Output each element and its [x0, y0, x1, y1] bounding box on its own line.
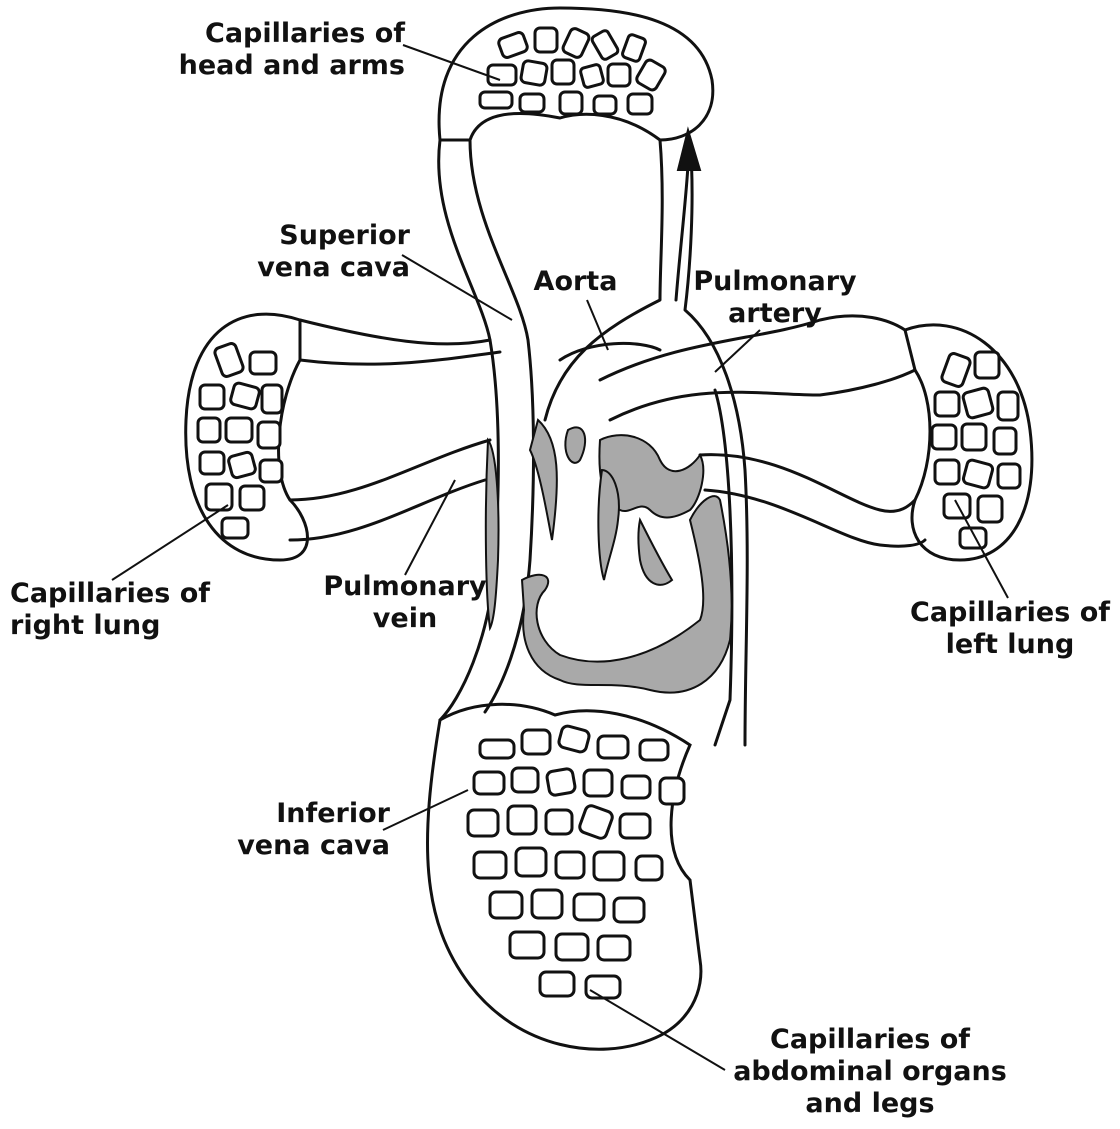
label-pulmonary-artery: Pulmonary artery — [690, 266, 860, 330]
label-aorta: Aorta — [528, 266, 623, 298]
abdominal-legs-capillary-bed — [428, 704, 701, 1049]
head-arms-capillary-bed — [439, 8, 713, 140]
label-capillaries-abdominal-legs: Capillaries of abdominal organs and legs — [720, 1024, 1020, 1120]
label-capillaries-left-lung: Capillaries of left lung — [905, 597, 1115, 661]
label-superior-vena-cava: Superior vena cava — [220, 220, 410, 284]
label-capillaries-right-lung: Capillaries of right lung — [10, 578, 210, 642]
label-pulmonary-vein: Pulmonary vein — [320, 571, 490, 635]
right-lung-capillary-bed — [186, 314, 308, 560]
label-inferior-vena-cava: Inferior vena cava — [200, 798, 390, 862]
label-capillaries-head-arms: Capillaries of head and arms — [150, 18, 405, 82]
heart — [486, 420, 732, 693]
